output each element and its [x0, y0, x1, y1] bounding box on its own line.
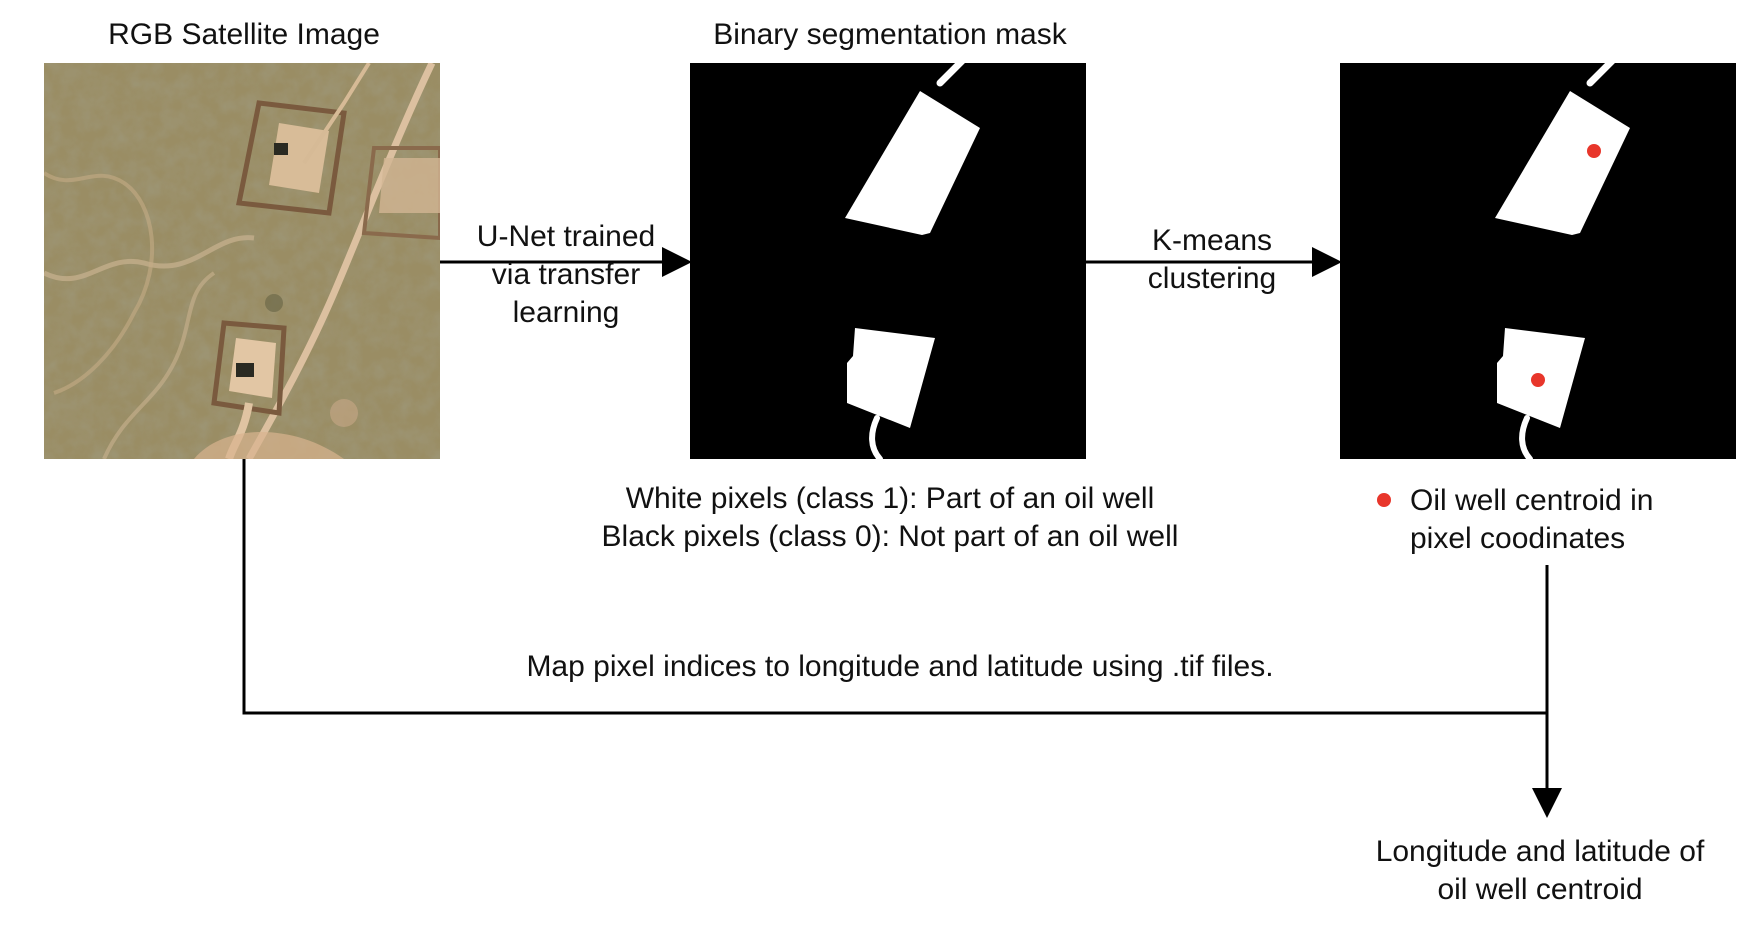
segmentation-mask: [690, 63, 1086, 459]
map-label: Map pixel indices to longitude and latit…: [526, 650, 1274, 683]
centroid-marker: [1531, 373, 1545, 387]
well-pad: [236, 63, 371, 216]
mask-well-region: [1495, 91, 1630, 235]
riverbed: [44, 171, 155, 395]
unet-label-line3: learning: [512, 296, 620, 329]
satellite-terrain: [44, 63, 440, 459]
mask-caption-line1: White pixels (class 1): Part of an oil w…: [625, 482, 1155, 515]
mask-road-trace: [869, 415, 883, 459]
centroid-marker: [1587, 144, 1601, 158]
centroid-legend-dot: [1377, 493, 1391, 507]
unet-label-line2: via transfer: [491, 258, 641, 291]
centroid-legend-line1: Oil well centroid in: [1410, 484, 1654, 517]
satellite-image-title: RGB Satellite Image: [108, 18, 380, 51]
mask-road-trace: [1519, 415, 1533, 459]
terrain-texture: [44, 63, 440, 459]
satellite-image: [44, 63, 440, 459]
output-line1: Longitude and latitude of: [1375, 835, 1705, 868]
riverbed: [102, 271, 216, 459]
well-pad: [361, 146, 440, 241]
mask-caption-line2: Black pixels (class 0): Not part of an o…: [601, 520, 1179, 553]
road: [245, 63, 436, 459]
mask-road-trace: [1586, 63, 1615, 87]
unet-label-line1: U-Net trained: [476, 220, 656, 253]
scrub-patch: [330, 399, 358, 427]
kmeans-label-line2: clustering: [1147, 262, 1277, 295]
riverbed: [44, 235, 255, 282]
scrub-patch: [265, 294, 283, 312]
mask-shapes: [845, 63, 980, 459]
mask-well-region: [847, 328, 935, 428]
centroid-panel: [1340, 63, 1736, 459]
kmeans-label-line1: K-means: [1151, 224, 1273, 257]
segmentation-mask-title: Binary segmentation mask: [713, 18, 1067, 51]
centroid-shapes: [1495, 63, 1630, 459]
centroid-legend-line2: pixel coodinates: [1410, 522, 1626, 555]
mask-road-trace: [936, 63, 965, 87]
output-line2: oil well centroid: [1437, 873, 1643, 906]
mask-well-region: [845, 91, 980, 235]
sandy-area: [194, 432, 344, 459]
